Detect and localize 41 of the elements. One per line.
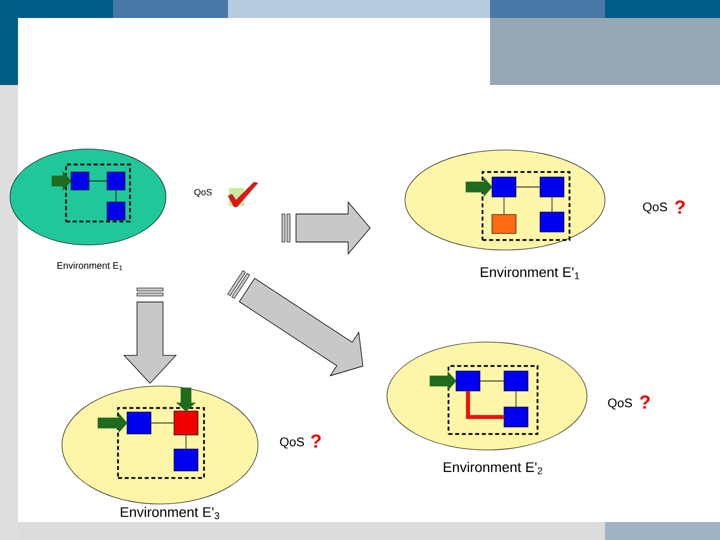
qos-label: QoS <box>194 188 212 198</box>
component-square <box>492 176 516 198</box>
environment-label: Environment E$_{1}$ <box>58 262 122 270</box>
component-square <box>174 410 198 436</box>
qos-label: QoS <box>608 398 632 410</box>
connector-line <box>516 186 540 188</box>
environment-label: Environment E'$_{3}$ <box>120 506 220 520</box>
environment-label: Environment E'$_{1}$ <box>480 266 580 280</box>
component-square <box>126 412 152 434</box>
block-arrow <box>430 371 456 391</box>
block-arrow <box>282 201 371 255</box>
qos-label: QoS <box>280 437 304 449</box>
dashed-frame <box>448 365 538 435</box>
dashed-frame <box>117 407 205 479</box>
component-square <box>504 406 528 428</box>
component-square <box>540 212 564 232</box>
environment-label: Environment E'$_{2}$ <box>444 462 542 474</box>
connector-line <box>466 391 504 419</box>
qos-label: QoS <box>643 202 667 214</box>
block-arrow <box>176 388 196 412</box>
component-square <box>492 214 516 234</box>
connector-line <box>480 380 504 382</box>
component-square <box>174 448 198 472</box>
component-square <box>70 172 90 190</box>
component-square <box>106 172 126 190</box>
component-square <box>504 370 528 392</box>
question-mark: ? <box>311 434 321 448</box>
question-mark: ? <box>640 395 650 409</box>
connector-line <box>88 180 108 182</box>
question-mark: ? <box>675 200 685 214</box>
component-square <box>456 370 480 392</box>
block-arrow <box>98 413 128 433</box>
block-arrow <box>123 288 177 384</box>
dashed-frame <box>65 164 131 222</box>
block-arrow <box>52 171 72 191</box>
component-square <box>106 202 126 220</box>
block-arrow <box>227 270 364 376</box>
component-square <box>540 176 564 198</box>
block-arrow <box>466 177 492 197</box>
connector-line <box>150 422 174 424</box>
dashed-frame <box>482 171 570 241</box>
